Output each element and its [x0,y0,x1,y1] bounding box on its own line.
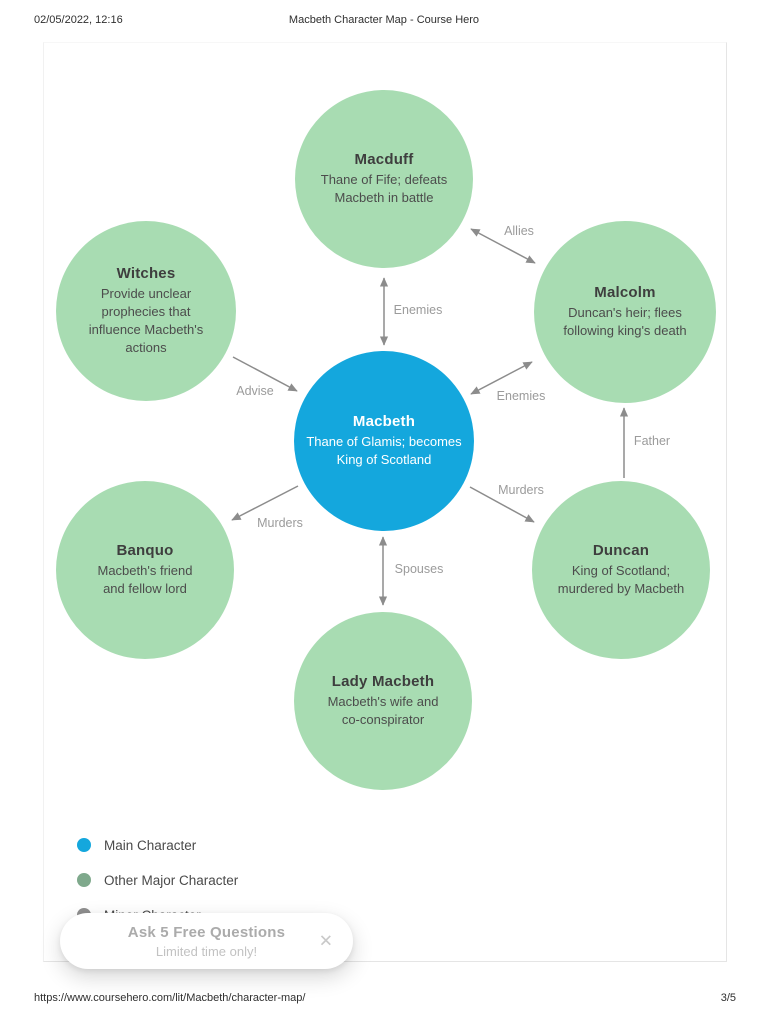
character-name: Duncan [592,542,650,559]
character-description: Duncan's heir; flees following king's de… [563,305,687,338]
legend-label: Other Major Character [104,872,239,888]
edge-label-macbeth-banquo: Murders [257,516,303,530]
legend-dot-other-major [77,873,91,887]
character-description: Thane of Fife; defeats Macbeth in battle [320,172,448,205]
promo-toast[interactable]: Ask 5 Free Questions Limited time only! … [60,913,353,969]
legend-label: Main Character [104,837,197,853]
edge-label-macduff-macbeth: Enemies [393,303,443,317]
promo-toast-subtitle: Limited time only! [155,943,258,959]
print-header: 02/05/2022, 12:16 Macbeth Character Map … [0,14,768,30]
legend-dot-main [77,838,91,852]
character-name: Macbeth [352,413,416,430]
print-footer: https://www.coursehero.com/lit/Macbeth/c… [0,992,768,1008]
source-url: https://www.coursehero.com/lit/Macbeth/c… [34,992,306,1004]
character-name: Lady Macbeth [331,673,435,690]
promo-toast-title: Ask 5 Free Questions [127,923,286,941]
character-description: King of Scotland; murdered by Macbeth [557,563,685,596]
legend-item-main: Main Character [77,837,238,853]
edge-label-duncan-malcolm: Father [633,434,671,448]
edge-label-macbeth-duncan: Murders [498,483,544,497]
close-icon[interactable]: ✕ [318,931,333,951]
character-description: Macbeth's wife and co-conspirator [327,694,439,727]
edge-label-witches-macbeth: Advise [236,384,274,398]
character-description: Thane of Glamis; becomes King of Scotlan… [306,434,462,467]
edge-label-macbeth-lady-macbeth: Spouses [394,562,444,576]
page-number: 3/5 [720,992,736,1004]
legend-item-other-major: Other Major Character [77,872,239,888]
character-name: Malcolm [594,284,656,301]
character-name: Macduff [354,151,414,168]
character-name: Witches [116,265,176,282]
character-name: Banquo [116,542,174,559]
edge-label-macbeth-malcolm: Enemies [496,389,546,403]
page-title: Macbeth Character Map - Course Hero [288,14,480,26]
character-description: Macbeth's friend and fellow lord [97,563,193,596]
edge-label-macduff-malcolm: Allies [504,224,534,238]
character-description: Provide unclear prophecies that influenc… [88,286,204,355]
print-datetime: 02/05/2022, 12:16 [34,14,123,26]
